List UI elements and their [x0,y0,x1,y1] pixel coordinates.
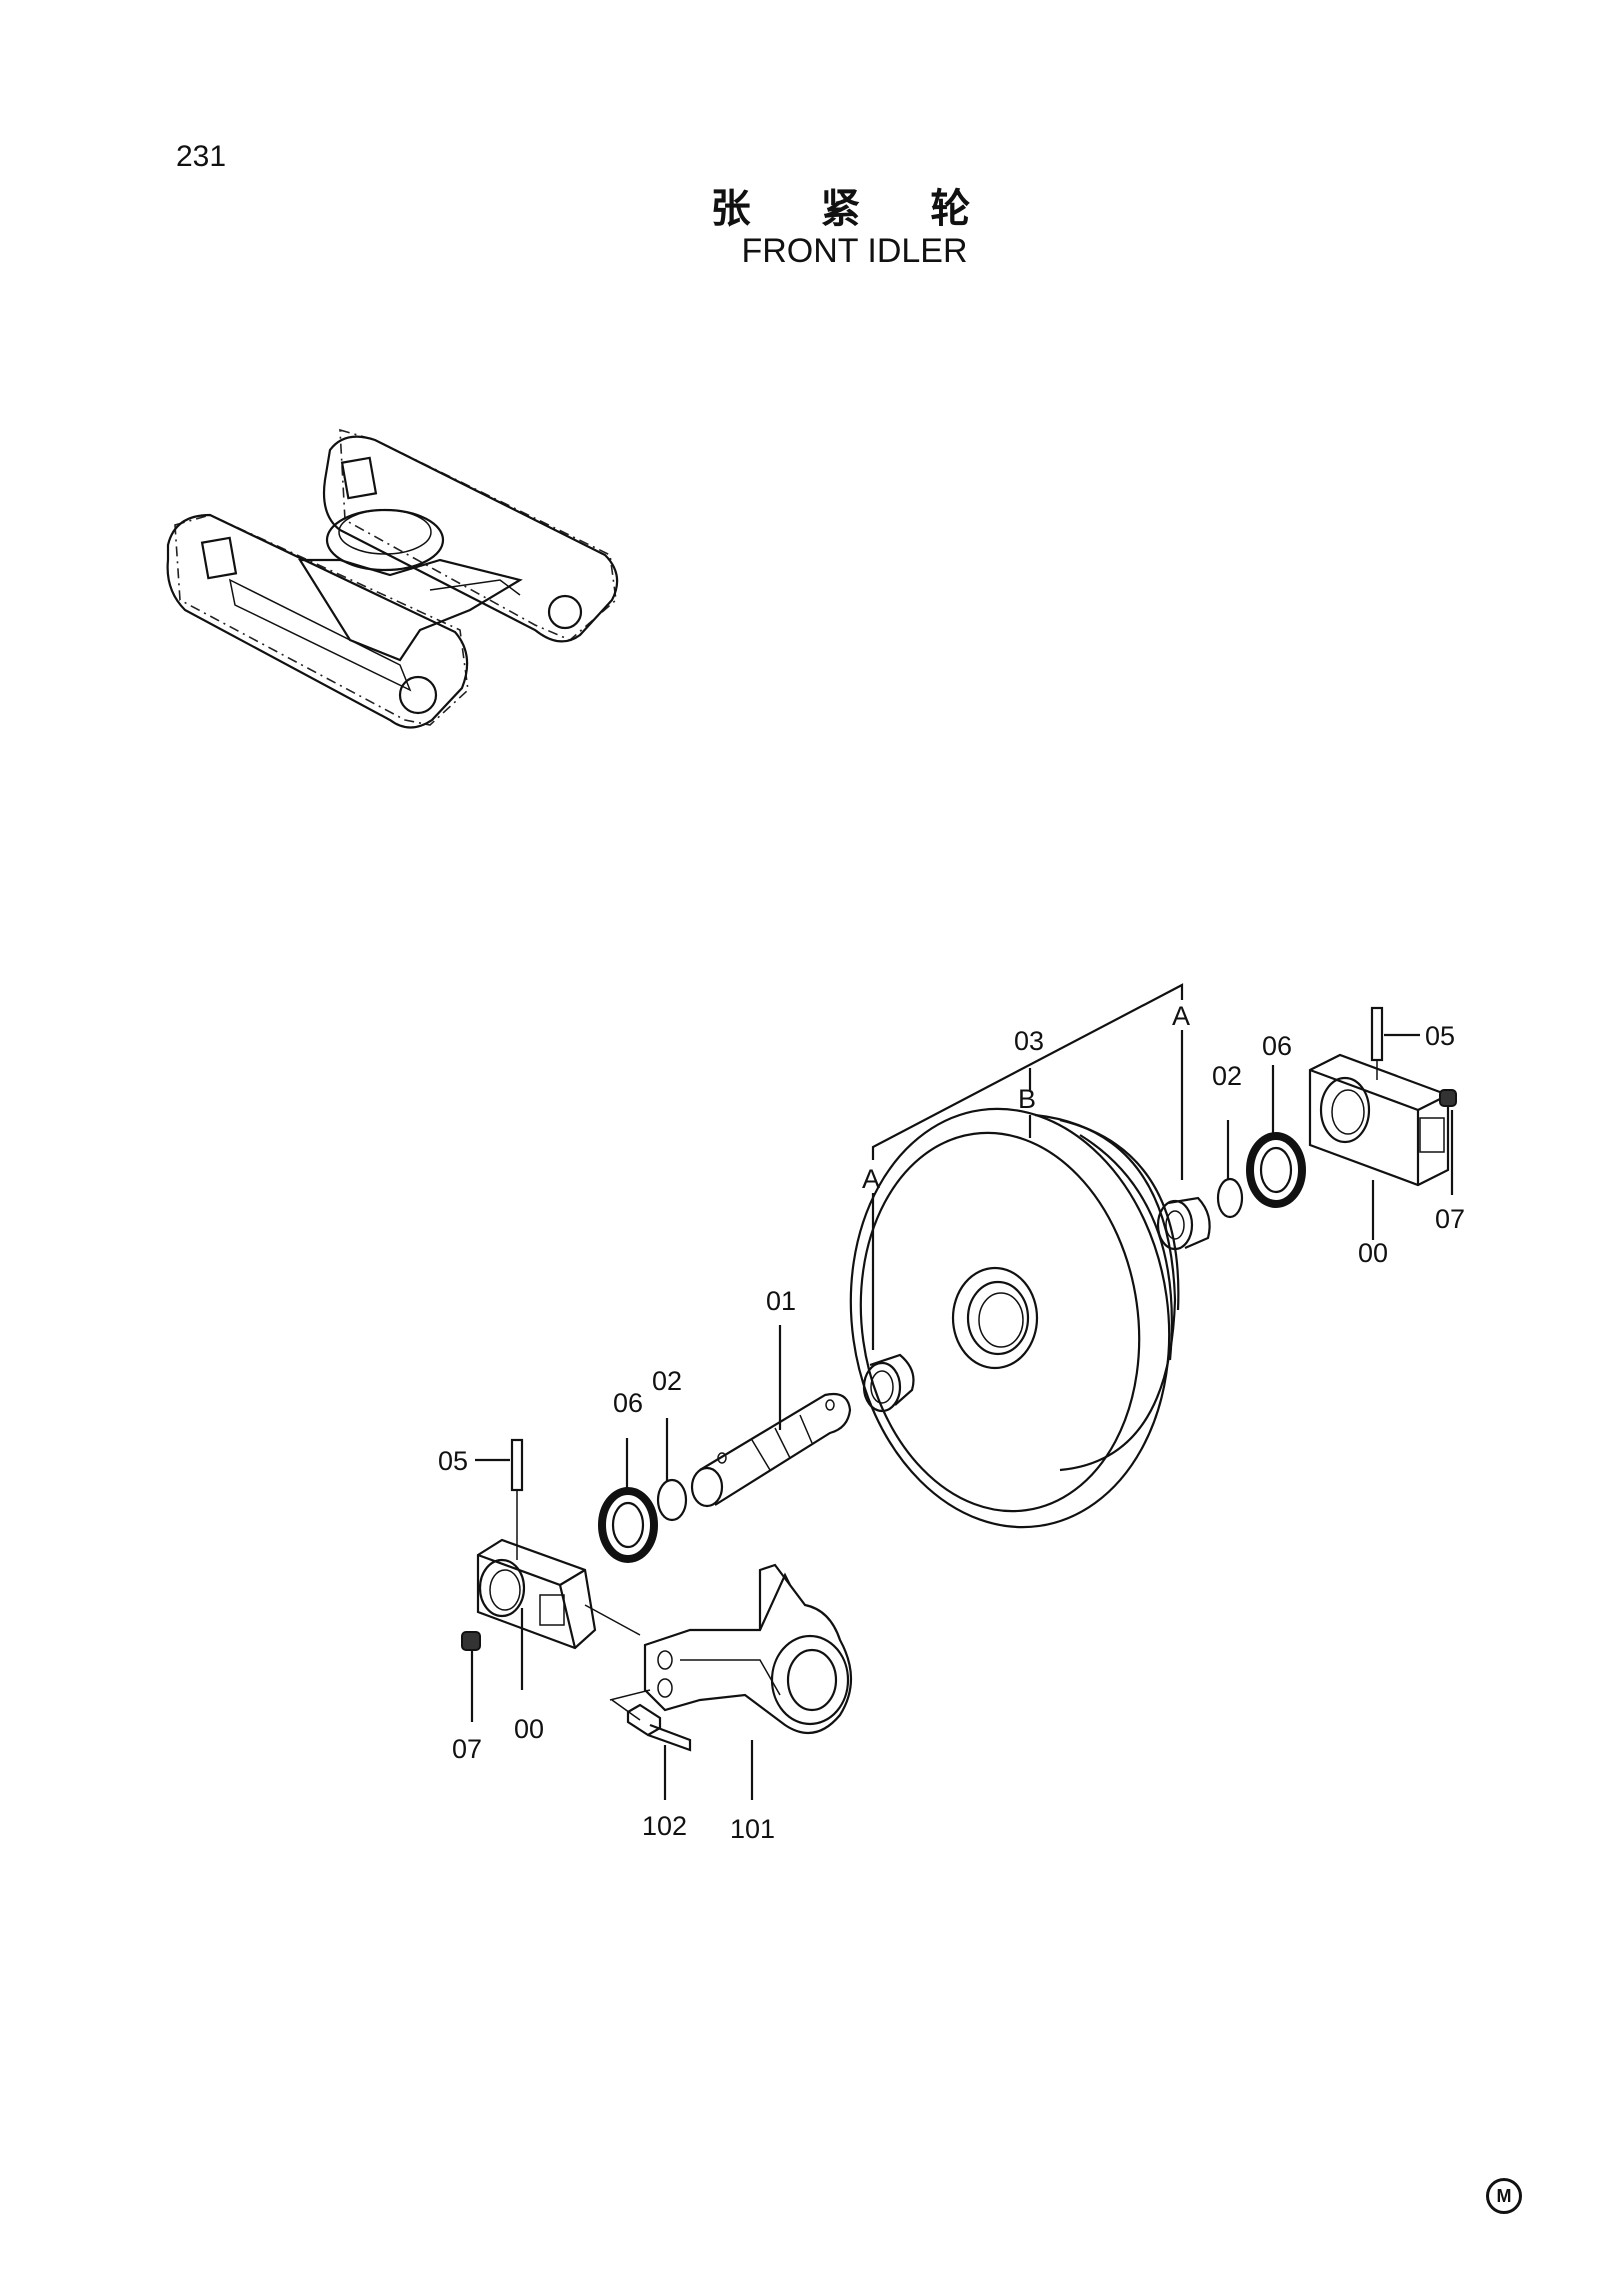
pin-left [475,1438,524,1560]
callout-101: 101 [730,1814,775,1844]
callout-02-right: 02 [1212,1061,1242,1091]
corner-m-mark: M [1486,2178,1522,2214]
page-title-chinese: 张 紧 轮 [710,186,999,232]
page-number: 231 [176,140,227,173]
callout-00-left: 00 [514,1714,544,1744]
plug-right [1439,1089,1457,1195]
callout-102: 102 [642,1811,687,1841]
callout-05-right: 05 [1425,1021,1455,1051]
callout-A-left: A [862,1164,880,1194]
callout-labels: 03 B A A 02 06 05 07 00 01 02 06 05 07 0… [438,1001,1465,1844]
page-title-english: FRONT IDLER [741,232,968,270]
floating-seal-right [1246,1132,1306,1208]
idler-wheel-part-03 [849,1107,1180,1529]
bushing-right [1156,1196,1211,1251]
o-ring-right [1216,1177,1244,1219]
callout-07-left: 07 [452,1734,482,1764]
callout-B: B [1018,1084,1036,1114]
bolt-part-102 [626,1703,692,1752]
callout-03: 03 [1014,1026,1044,1056]
callout-07-right: 07 [1435,1204,1465,1234]
undercarriage-overview-drawing [166,428,619,729]
idler-yoke-part-101 [609,1563,853,1735]
callout-01: 01 [766,1286,796,1316]
pin-right [1370,1006,1420,1080]
o-ring-left [656,1478,688,1522]
bearing-bracket-right [1308,1053,1450,1187]
bushing-left [862,1353,915,1413]
assembly-bracket-lines [871,983,1184,1350]
callout-06-left: 06 [613,1388,643,1418]
callout-02-left: 02 [652,1366,682,1396]
callout-leader-lines [520,1065,1375,1800]
callout-05-left: 05 [438,1446,468,1476]
shaft-part-01 [690,1392,852,1508]
callout-A-top: A [1172,1001,1190,1031]
callout-00-right: 00 [1358,1238,1388,1268]
callout-06-right: 06 [1262,1031,1292,1061]
floating-seal-left [598,1487,658,1563]
plug-left [461,1631,481,1722]
bearing-bracket-left [476,1538,597,1650]
